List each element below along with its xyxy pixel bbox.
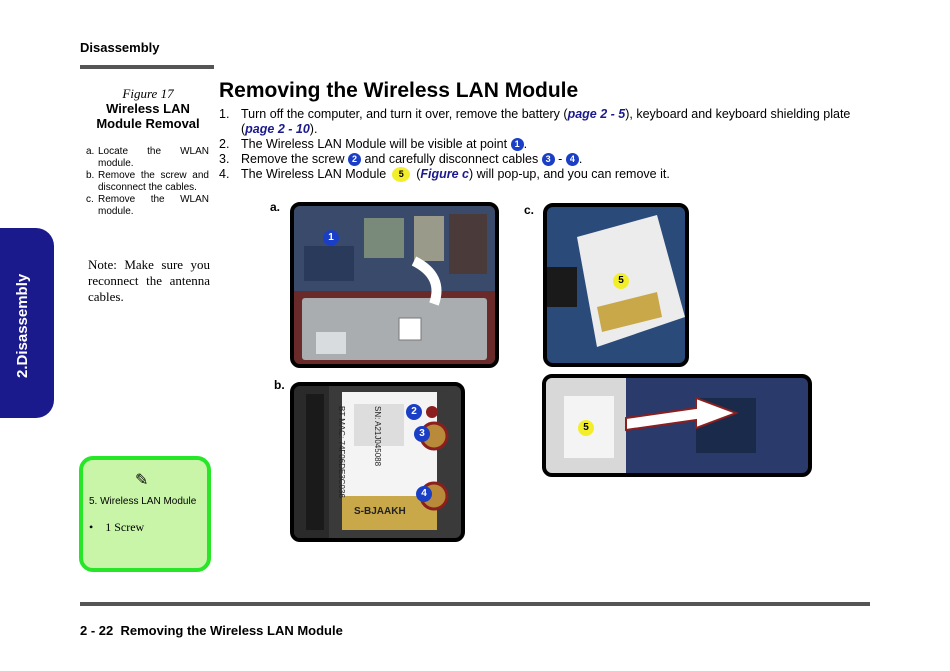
- note-text: Note: Make sure you reconnect the antenn…: [88, 257, 210, 304]
- panel-c-bottom-photo: 5: [542, 374, 812, 477]
- footer-page-number: 2 - 22: [80, 623, 114, 638]
- side-tab-label: 2.Disassembly: [14, 273, 31, 378]
- figure-number: Figure 17: [122, 86, 174, 101]
- page-title: Removing the Wireless LAN Module: [219, 79, 579, 102]
- figure-step: c. Remove the WLAN module.: [86, 194, 209, 217]
- parts-box: ✎ 5. Wireless LAN Module • 1 Screw: [79, 456, 211, 572]
- figure-step: b. Remove the screw and disconnect the c…: [86, 170, 209, 193]
- parts-bullet: • 1 Screw: [89, 520, 145, 534]
- page-link[interactable]: page 2 - 5: [567, 107, 626, 121]
- panel-a-photo: 1: [290, 202, 499, 368]
- figure-title-line1: Wireless LAN: [106, 101, 190, 116]
- side-tab: [0, 228, 54, 418]
- callout-badge: 1: [510, 138, 524, 152]
- panel-c-label: c.: [524, 203, 535, 217]
- card-text-mac: BT MAC: 74F06DE3C036: [337, 406, 346, 498]
- callout-3: 3: [414, 426, 430, 442]
- callout-badge: 2: [348, 153, 361, 167]
- header-rule: [80, 65, 214, 69]
- footer: 2 - 22 Removing the Wireless LAN Module: [80, 623, 343, 638]
- section-header: Disassembly: [80, 40, 160, 55]
- page-link[interactable]: page 2 - 10: [245, 122, 310, 136]
- footer-title: Removing the Wireless LAN Module: [120, 623, 343, 638]
- card-text-sn: SN: A21J045088: [373, 406, 382, 467]
- callout-4: 4: [416, 486, 432, 502]
- figure-step: a. Locate the WLAN module.: [86, 146, 209, 169]
- procedure-list: 1. Turn off the computer, and turn it ov…: [219, 107, 869, 183]
- callout-badge: 4: [565, 153, 579, 167]
- figure-title-line2: Module Removal: [96, 116, 200, 131]
- panel-c-top-photo: 5: [543, 203, 689, 367]
- figure-link[interactable]: Figure c: [420, 167, 469, 181]
- callout-2: 2: [406, 404, 422, 420]
- pencil-icon: ✎: [135, 472, 149, 489]
- parts-item: 5. Wireless LAN Module: [89, 496, 197, 507]
- callout-1: 1: [323, 230, 339, 246]
- callout-badge-yellow: 5: [392, 167, 411, 183]
- callout-badge: 3: [541, 153, 555, 167]
- panel-b-label: b.: [274, 378, 285, 392]
- footer-rule: [80, 602, 870, 606]
- card-text-model: S-BJAAKH: [354, 506, 406, 517]
- callout-5-top: 5: [613, 273, 629, 289]
- procedure-step: 1. Turn off the computer, and turn it ov…: [219, 107, 851, 136]
- laptop-underside-illustration: [294, 206, 495, 364]
- procedure-step: 3. Remove the screw 2 and carefully disc…: [219, 152, 583, 167]
- panel-a-label: a.: [270, 200, 281, 214]
- procedure-step: 2. The Wireless LAN Module will be visib…: [219, 137, 528, 152]
- callout-5-bottom: 5: [578, 420, 594, 436]
- panel-b-photo: BT MAC: 74F06DE3C036 SN: A21J045088 S-BJ…: [290, 382, 465, 542]
- figure-caption: Figure 17 Wireless LAN Module Removal: [82, 86, 214, 131]
- figure-steps: a. Locate the WLAN module. b. Remove the…: [86, 146, 209, 218]
- wlan-popup-illustration: [547, 215, 685, 347]
